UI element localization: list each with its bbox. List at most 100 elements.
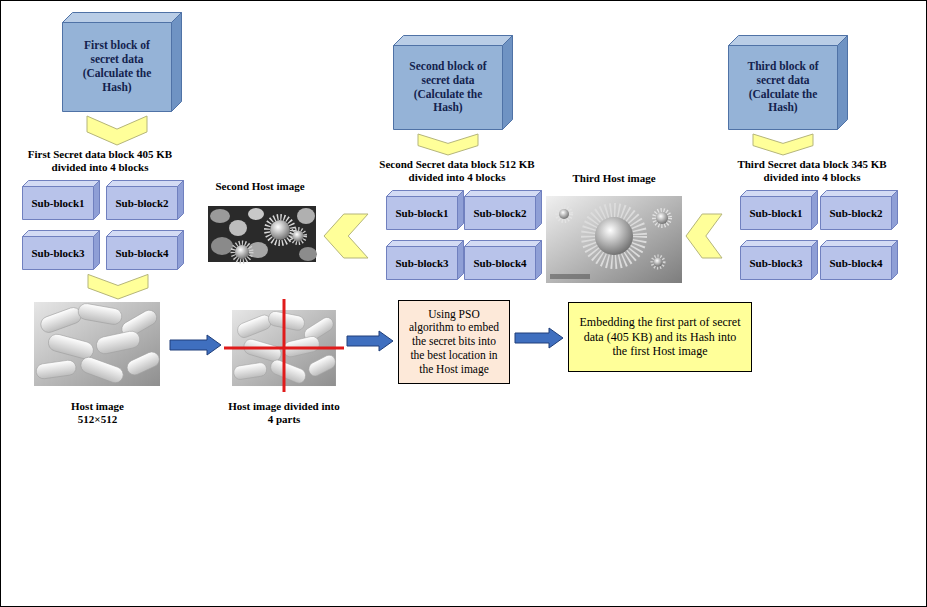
box-face [536,241,542,280]
sub-block: Sub-block4 [820,246,892,280]
process-box: Using PSO algorithm to embed the secret … [398,300,510,384]
host-image-picture [34,302,162,386]
box-face [729,46,838,130]
chevron-arrow [87,116,147,145]
box-face [821,241,898,247]
box-face [23,187,94,220]
sub-block: Sub-block3 [22,236,94,270]
box-face [741,191,818,197]
box-face [465,241,542,247]
sub-block: Sub-block1 [22,186,94,220]
box-text: Sub-block4 [473,257,526,270]
secret-data-cube: First block of secret data (Calculate th… [62,22,172,112]
block-group: Second Secret data block 512 KB divided … [372,158,542,280]
chevron-arrow [418,134,478,155]
host-image: Host image divided into 4 parts [226,302,342,426]
box-text: Second block of secret data (Calculate t… [400,60,496,115]
box-face [107,237,178,270]
image-caption: Host image divided into 4 parts [226,400,342,426]
chevron-arrow [686,214,722,258]
secret-data-cube: Second block of secret data (Calculate t… [393,45,503,130]
box-face [107,187,178,220]
image-caption: Second Host image [200,180,320,193]
box-face [838,36,848,130]
box-face [387,191,464,197]
box-face [812,191,818,230]
box-face [741,247,812,280]
block-arrow [515,328,563,348]
chevron-arrow [88,274,148,299]
box-face [465,197,536,230]
box-text: Sub-block1 [31,197,84,210]
box-face [458,191,464,230]
chevron-arrow [324,214,368,258]
host-image: Third Host image [546,172,682,284]
box-face [741,197,812,230]
box-face [503,36,513,130]
box-text: Sub-block3 [31,247,84,260]
box-face [892,191,898,230]
block-arrow [170,335,221,355]
box-face [23,231,100,237]
sub-block: Sub-block2 [820,196,892,230]
box-text: Sub-block2 [473,207,526,220]
box-face [821,191,898,197]
sub-block: Sub-block1 [740,196,812,230]
host-image: Host image 512×512 [30,302,165,426]
box-face [107,181,184,187]
box-face [458,241,464,280]
box-face [63,23,172,112]
sub-block: Sub-block4 [464,246,536,280]
chevron-arrow [753,134,813,155]
box-text: Sub-block4 [115,247,168,260]
box-face [107,231,184,237]
second-host-picture [208,206,317,262]
box-face [23,181,100,187]
box-face [23,237,94,270]
box-face [394,36,513,46]
block-group: First Secret data block 405 KB divided i… [10,148,190,270]
box-face [178,181,184,220]
box-face [387,241,464,247]
sub-block: Sub-block3 [740,246,812,280]
block-arrow [347,331,393,351]
sub-block: Sub-block2 [464,196,536,230]
result-box: Embedding the first part of secret data … [568,302,752,372]
box-face [63,13,182,23]
sub-block: Sub-block1 [386,196,458,230]
box-face [394,46,503,130]
box-text: Sub-block2 [829,207,882,220]
block-heading: First Secret data block 405 KB divided i… [10,148,190,174]
block-group: Third Secret data block 345 KB divided i… [726,158,898,280]
box-face [94,231,100,270]
sub-block: Sub-block4 [106,236,178,270]
box-text: Sub-block4 [829,257,882,270]
box-face [465,191,542,197]
secret-data-cube: Third block of secret data (Calculate th… [728,45,838,130]
box-face [387,197,458,230]
box-text: Sub-block3 [749,257,802,270]
quadrant-cross [224,299,344,392]
box-face [729,36,848,46]
sub-block: Sub-block3 [386,246,458,280]
box-text: Sub-block1 [395,207,448,220]
box-face [821,247,892,280]
box-face [465,247,536,280]
box-face [172,13,182,112]
box-text: Sub-block2 [115,197,168,210]
image-caption: Host image 512×512 [58,400,138,426]
box-face [741,241,818,247]
box-text: Third block of secret data (Calculate th… [735,60,831,115]
box-text: Sub-block3 [395,257,448,270]
box-face [536,191,542,230]
block-heading: Second Secret data block 512 KB divided … [372,158,542,184]
sub-block: Sub-block2 [106,186,178,220]
box-face [94,181,100,220]
image-caption: Third Host image [546,172,682,185]
box-face [387,247,458,280]
box-face [178,231,184,270]
block-heading: Third Secret data block 345 KB divided i… [726,158,898,184]
box-text: First block of secret data (Calculate th… [69,39,165,94]
